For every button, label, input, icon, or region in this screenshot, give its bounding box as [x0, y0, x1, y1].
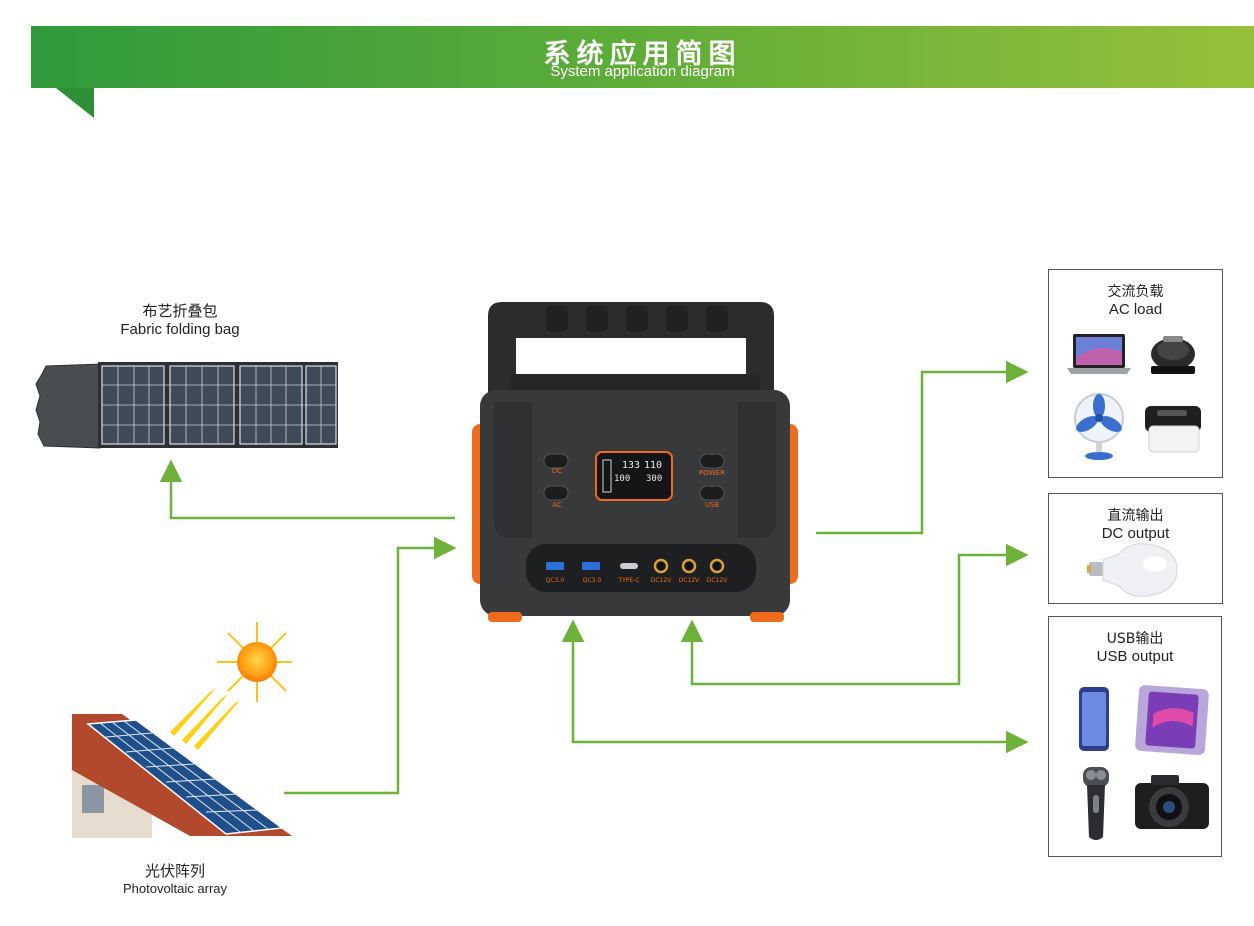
smartphone-icon: [1079, 687, 1109, 751]
tablet-icon: [1135, 685, 1209, 756]
port-label: DC12V: [650, 577, 672, 584]
arrow-usb-output: [561, 619, 1029, 754]
port-label: QC3.0: [582, 577, 602, 584]
dc-output-box: 直流输出 DC output: [1048, 493, 1223, 604]
usb-output-box: USB输出 USB output: [1048, 616, 1222, 857]
arrow-from-pv-array: [284, 536, 457, 795]
arrow-to-ac-load: [816, 360, 1029, 535]
port-label: QC3.0: [545, 577, 565, 584]
ac-load-title: 交流负载 AC load: [1107, 284, 1164, 318]
lcd-top-right: 110: [644, 460, 663, 471]
light-bulb-icon: [1087, 543, 1178, 597]
header-banner: 系统应用简图 System application diagram: [31, 26, 1254, 88]
port-label: DC12V: [678, 577, 700, 584]
ac-button-label: AC: [552, 501, 562, 509]
electric-fan-icon: [1074, 393, 1124, 460]
port-label: TYPE-C: [618, 577, 640, 584]
port-label: DC12V: [706, 577, 728, 584]
lcd-bottom-left: 100: [614, 474, 631, 484]
camera-icon: [1135, 775, 1209, 829]
pv-array-label: 光伏阵列 Photovoltaic array: [122, 862, 228, 896]
dc-button-label: DC: [551, 467, 563, 475]
lcd-top-left: 133: [622, 460, 641, 471]
laptop-icon: [1067, 334, 1131, 374]
power-station-image: [472, 302, 798, 622]
power-button-label: POWER: [699, 469, 725, 477]
lcd-bottom-right: 300: [646, 474, 663, 484]
ac-load-box: 交流负载 AC load: [1048, 269, 1223, 478]
usb-button-label: USB: [704, 501, 720, 509]
page-title: 系统应用简图: [543, 39, 742, 70]
banner-tab: [56, 88, 94, 118]
folding-solar-panel-image: [35, 362, 338, 449]
dc-output-title: 直流输出 DC output: [1101, 508, 1170, 542]
rooftop-pv-array-image: [72, 622, 292, 838]
printer-icon: [1145, 406, 1201, 453]
induction-cooker-icon: [1151, 336, 1195, 374]
page-subtitle: System application diagram: [550, 63, 735, 80]
electric-shaver-icon: [1083, 767, 1109, 840]
fabric-bag-label: 布艺折叠包 Fabric folding bag: [120, 302, 240, 338]
arrow-to-fabric-bag: [159, 459, 455, 520]
usb-output-title: USB输出 USB output: [1096, 631, 1174, 665]
